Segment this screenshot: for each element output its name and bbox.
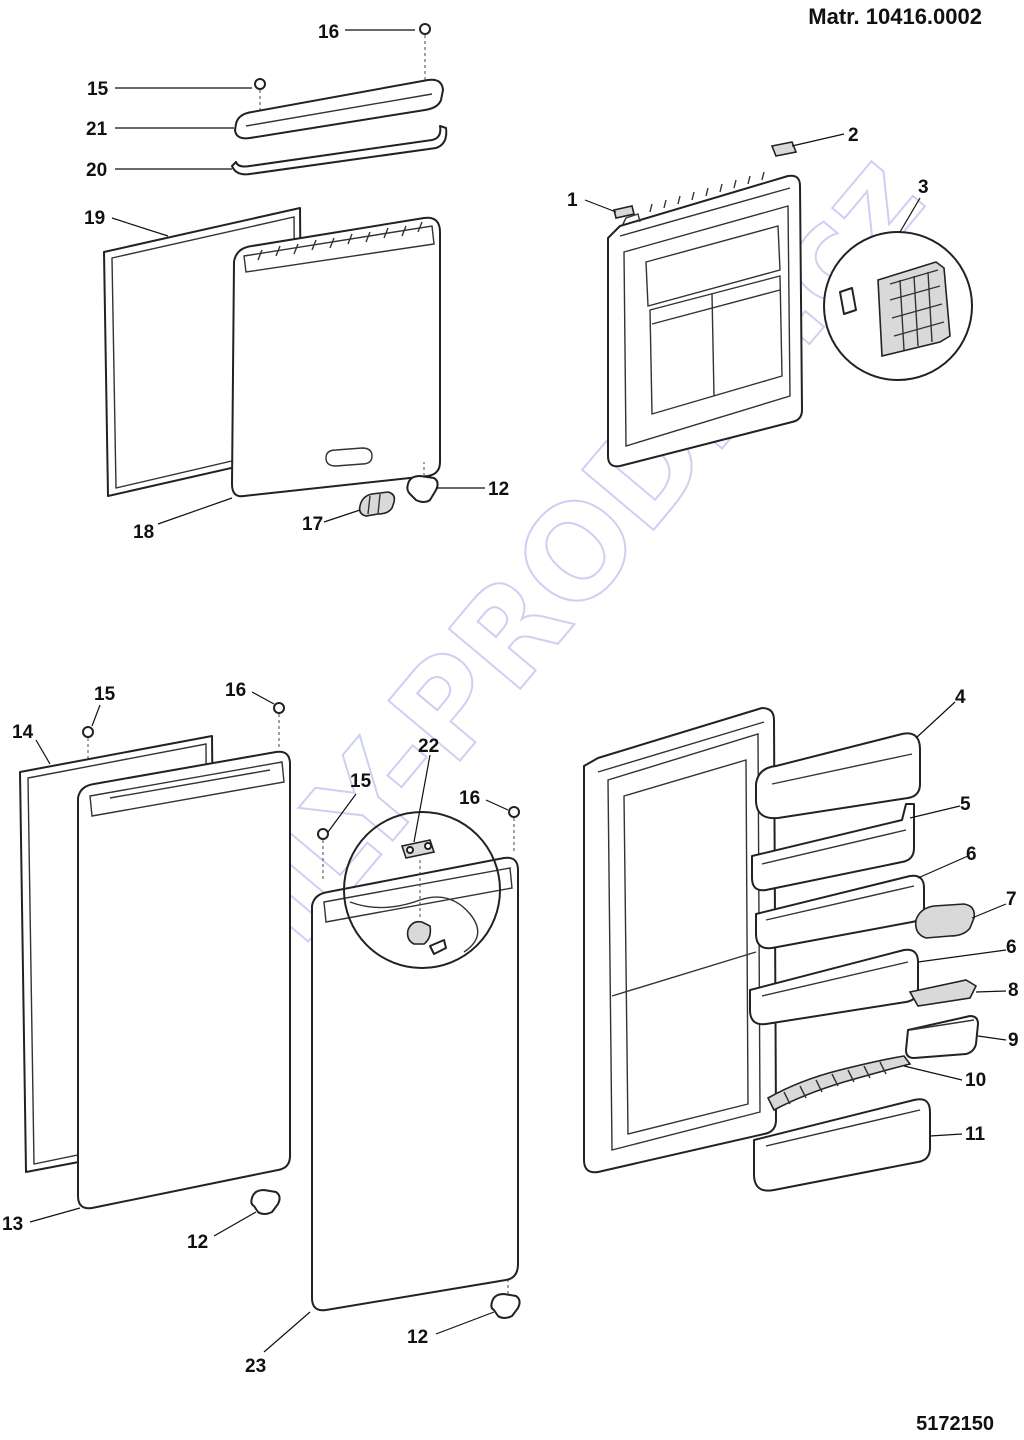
part-8 xyxy=(908,979,978,1007)
callout-labels: 16 15 21 20 19 18 17 12 1 2 3 15 16 14 1… xyxy=(2,22,1019,1377)
freezer-door-18 xyxy=(231,216,441,498)
fridge-inner-group xyxy=(583,701,1007,1192)
drawing-code: 5172150 xyxy=(916,1413,994,1435)
callout-12: 12 xyxy=(407,1327,428,1348)
callout-3: 3 xyxy=(918,177,929,198)
callout-17: 17 xyxy=(302,514,323,535)
screw-15-mid xyxy=(317,828,329,880)
fridge-door-group xyxy=(19,691,521,1353)
callout-18: 18 xyxy=(133,522,154,543)
freezer-inner-group xyxy=(584,133,973,468)
hinge-12-left xyxy=(250,1189,281,1215)
callout-16: 16 xyxy=(318,22,339,43)
callout-1: 1 xyxy=(567,190,578,211)
callout-21: 21 xyxy=(86,119,108,140)
part-9 xyxy=(905,1015,979,1059)
shelf-11 xyxy=(753,1098,931,1192)
part-2 xyxy=(770,141,798,157)
fridge-door-13 xyxy=(77,750,291,1210)
callout-19: 19 xyxy=(84,208,105,229)
part-1 xyxy=(613,205,635,219)
callout-23: 23 xyxy=(245,1356,266,1377)
material-number: Matr. 10416.0002 xyxy=(808,4,982,29)
screw-16-top xyxy=(419,23,431,80)
screw-15-top xyxy=(254,78,266,118)
callout-9: 9 xyxy=(1008,1030,1019,1051)
callout-16: 16 xyxy=(225,680,246,701)
callout-10: 10 xyxy=(965,1070,986,1091)
callout-4: 4 xyxy=(955,687,966,708)
callout-15: 15 xyxy=(350,771,372,792)
detail-circle-3 xyxy=(823,231,973,381)
callout-6: 6 xyxy=(966,844,977,865)
callout-12: 12 xyxy=(488,479,509,500)
callout-15: 15 xyxy=(94,684,116,705)
callout-20: 20 xyxy=(86,160,107,181)
callout-8: 8 xyxy=(1008,980,1019,1001)
fridge-door-23 xyxy=(311,856,519,1312)
screw-16-mid xyxy=(508,806,520,852)
handle-cover-21 xyxy=(234,78,444,140)
callout-2: 2 xyxy=(848,125,859,146)
strip-20 xyxy=(231,125,448,176)
freezer-door-group xyxy=(103,23,485,525)
part-17 xyxy=(358,491,396,517)
egg-tray-10 xyxy=(766,1055,912,1112)
shelf-4 xyxy=(755,732,921,820)
callout-16: 16 xyxy=(459,788,480,809)
inner-door-liner xyxy=(607,171,803,468)
callout-13: 13 xyxy=(2,1214,23,1235)
detail-circle-22 xyxy=(343,811,501,969)
part-7 xyxy=(914,903,976,939)
callout-7: 7 xyxy=(1006,889,1017,910)
callout-5: 5 xyxy=(960,794,971,815)
callout-15: 15 xyxy=(87,79,109,100)
callout-22: 22 xyxy=(418,736,439,757)
screw-16-left xyxy=(273,702,285,748)
callout-14: 14 xyxy=(12,722,34,743)
callout-11: 11 xyxy=(965,1124,986,1145)
hinge-12-top xyxy=(406,462,439,503)
hinge-12-mid xyxy=(490,1280,521,1319)
callout-12: 12 xyxy=(187,1232,208,1253)
fridge-inner-liner xyxy=(583,707,777,1174)
callout-6: 6 xyxy=(1006,937,1017,958)
